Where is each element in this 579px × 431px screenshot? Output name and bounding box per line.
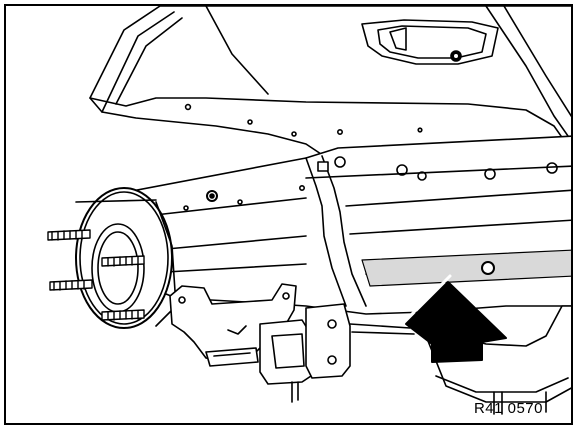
- highlighted-rail-strip: [361, 249, 571, 287]
- diagram-frame: R41 0570: [4, 4, 573, 425]
- mounting-studs: [47, 229, 145, 321]
- technical-illustration: [47, 6, 571, 415]
- upper-body-panel: [89, 6, 571, 157]
- figure-reference-code: R41 0570: [473, 400, 543, 417]
- upper-recess: [361, 19, 499, 65]
- arrow-icon: [405, 274, 507, 363]
- upper-bolts: [184, 103, 423, 137]
- member-holes: [183, 156, 558, 211]
- highlighted-hole: [481, 261, 495, 275]
- hinge-plate: [259, 303, 415, 403]
